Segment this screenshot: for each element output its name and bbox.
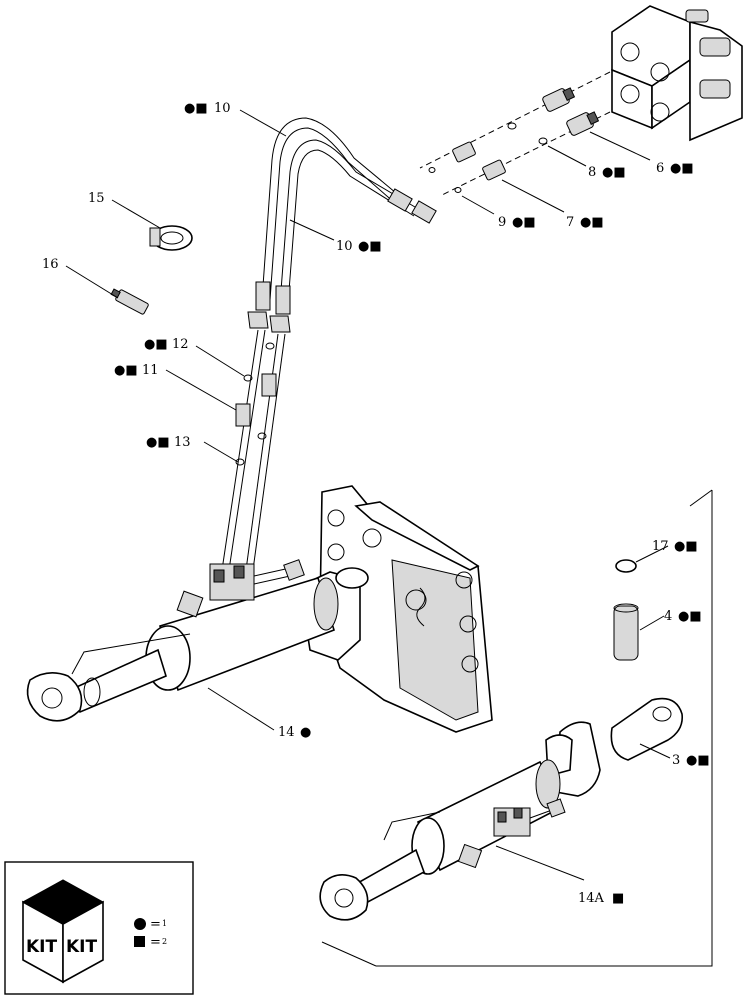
- legend-circle-eq: =: [150, 917, 161, 932]
- callout-4-suffix: ●■: [678, 609, 702, 624]
- fitting-assembly-upper: [419, 71, 611, 197]
- callout-labels: ●■ 10 10 ●■ 15 16 ●■ 12 ●■ 11 ●■ 13 6 ●■…: [42, 101, 710, 906]
- callout-3: 3: [672, 753, 680, 768]
- legend-square-number: 2: [162, 937, 167, 946]
- callout-15: 15: [88, 191, 105, 206]
- callout-16: 16: [42, 257, 59, 272]
- pin-part-4: [613, 603, 639, 661]
- callout-14-suffix: ●: [300, 725, 311, 740]
- callout-14a: 14A: [578, 891, 605, 906]
- callout-11: 11: [142, 363, 159, 378]
- fitting-part-16: [110, 288, 149, 315]
- leader-lines: [65, 109, 671, 881]
- hydraulic-hoses: [247, 117, 437, 333]
- kit-label-right: KIT: [66, 937, 97, 957]
- legend-square-symbol: [134, 936, 145, 947]
- legend-circle-number: 1: [162, 919, 167, 928]
- legend-circle-symbol: [134, 918, 146, 930]
- callout-7-suffix: ●■: [580, 215, 604, 230]
- callout-14a-suffix: ■: [612, 891, 624, 906]
- callout-10-prefix: ●■: [184, 101, 208, 116]
- callout-9: 9: [498, 215, 506, 230]
- kit-label-left: KIT: [26, 937, 57, 957]
- callout-12-prefix: ●■: [144, 337, 168, 352]
- callout-13: 13: [174, 435, 191, 450]
- clevis-part-3: [610, 697, 684, 761]
- callout-7: 7: [566, 215, 574, 230]
- hydraulic-cylinder-14a: [319, 721, 601, 921]
- callout-17-suffix: ●■: [674, 539, 698, 554]
- kit-contents-frame: [321, 489, 713, 967]
- clamp-part-15: [149, 225, 193, 251]
- callout-17: 17: [652, 539, 669, 554]
- callout-6-suffix: ●■: [670, 161, 694, 176]
- callout-14: 14: [278, 725, 295, 740]
- legend-square-eq: =: [150, 935, 161, 950]
- callout-9-suffix: ●■: [512, 215, 536, 230]
- control-valve: [611, 5, 743, 142]
- kit-legend: KIT KIT = 1 = 2: [4, 861, 194, 995]
- callout-12: 12: [172, 337, 189, 352]
- callout-10-lower-suffix: ●■: [358, 239, 382, 254]
- callout-3-suffix: ●■: [686, 753, 710, 768]
- callout-4: 4: [664, 609, 672, 624]
- o-ring-part-17: [615, 559, 637, 573]
- callout-8-suffix: ●■: [602, 165, 626, 180]
- callout-11-prefix: ●■: [114, 363, 138, 378]
- mounting-bracket: [319, 485, 493, 733]
- kit-box-icon: KIT KIT: [21, 879, 105, 984]
- callout-13-prefix: ●■: [146, 435, 170, 450]
- callout-10: 10: [214, 101, 231, 116]
- hydraulic-cylinder-14: [26, 559, 369, 722]
- steel-tubes: [221, 329, 286, 571]
- callout-6: 6: [656, 161, 664, 176]
- callout-8: 8: [588, 165, 596, 180]
- callout-10-lower: 10: [336, 239, 353, 254]
